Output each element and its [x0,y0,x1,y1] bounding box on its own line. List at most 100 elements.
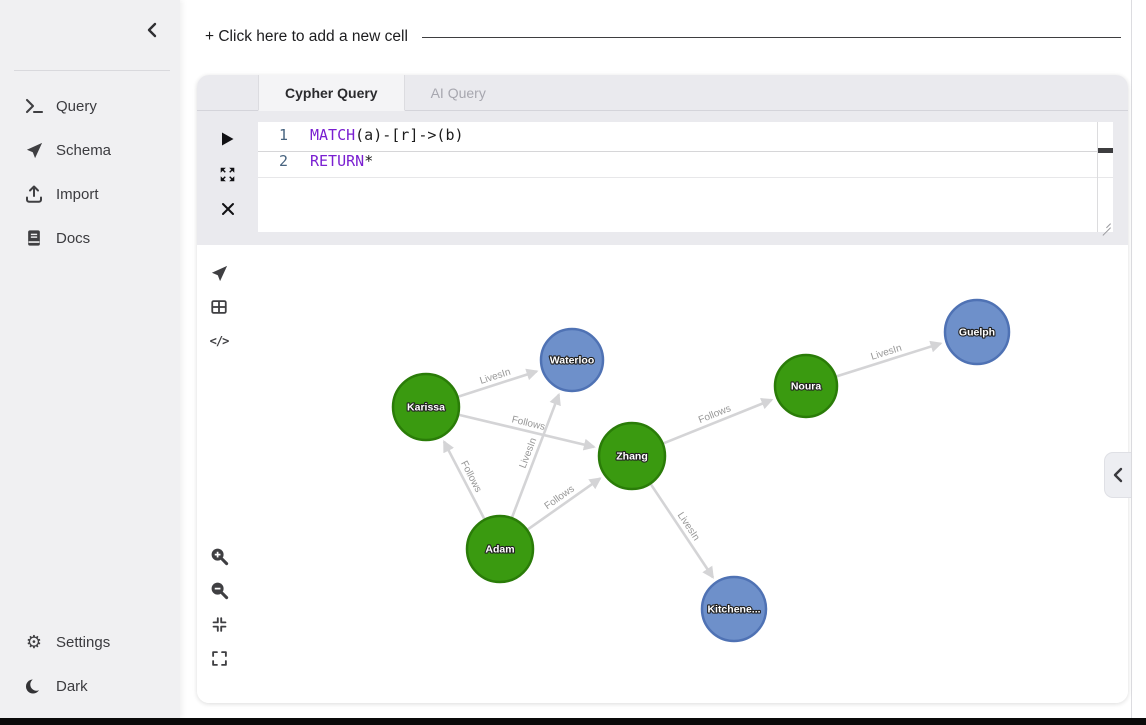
graph-zoom-toolbar [209,546,229,668]
tab-ai-query[interactable]: AI Query [405,75,512,110]
bottom-bar [0,718,1146,725]
zoom-out-button[interactable] [209,580,229,600]
graph-edge[interactable] [649,483,715,579]
chevron-left-icon [147,22,157,38]
node-circle[interactable] [597,421,667,491]
play-icon [222,132,234,146]
node-label: Karissa [407,402,445,414]
node-circle[interactable] [943,298,1011,366]
expand-cell-button[interactable] [217,163,239,185]
expand-icon [220,167,235,181]
sidebar-item-label: Schema [56,141,112,159]
graph-canvas[interactable]: LivesInFollowsFollowsLivesInFollowsFollo… [197,245,1128,703]
sidebar-item-import[interactable]: Import [0,172,180,216]
sidebar-item-schema[interactable]: Schema [0,128,180,172]
sidebar: Query Schema Import Docs [0,0,180,718]
result-view-toolbar: </> [209,263,229,351]
node-circle[interactable] [391,372,461,442]
right-panel-toggle[interactable] [1104,452,1131,498]
graph-node-guelph[interactable]: Guelph [943,298,1011,366]
line-number: 1 [278,126,288,144]
sidebar-item-settings[interactable]: ⚙ Settings [0,620,180,664]
code-line: 1 MATCH (a)-[r]->(b) [258,122,1113,148]
fit-graph-button[interactable] [209,614,229,634]
node-label: Adam [485,544,514,556]
graph-node-waterloo[interactable]: Waterloo [539,327,605,393]
sidebar-item-label: Dark [56,677,88,695]
code-token: MATCH [310,126,356,144]
add-cell-rule [421,36,1121,38]
sidebar-item-label: Settings [56,633,111,651]
terminal-icon [24,96,44,116]
close-cell-button[interactable] [217,198,239,220]
graph-edge[interactable] [836,340,943,378]
table-icon [211,300,227,314]
node-label: Waterloo [550,355,595,367]
book-icon [24,228,44,248]
sidebar-item-query[interactable]: Query [0,84,180,128]
graph-node-noura[interactable]: Noura [773,353,839,419]
sidebar-item-docs[interactable]: Docs [0,216,180,260]
tab-cypher-query[interactable]: Cypher Query [258,75,405,111]
code-token: RETURN [310,152,365,170]
graph-edge[interactable] [663,398,774,445]
code-view-button[interactable]: </> [209,331,230,351]
graph-view-icon [211,265,227,281]
graph-edge[interactable] [457,368,539,398]
sidebar-item-dark-mode[interactable]: Dark [0,664,180,708]
editor-scrollbar-thumb[interactable] [1098,148,1113,153]
editor-scrollbar-track [1097,122,1098,232]
add-cell-label: + Click here to add a new cell [205,28,408,45]
code-icon: </> [209,334,230,348]
collapse-arrows-icon [212,616,226,632]
sidebar-divider [14,70,170,71]
moon-icon [24,676,44,696]
node-circle[interactable] [465,514,535,584]
sidebar-collapse-button[interactable] [140,18,164,42]
query-cell-card: Cypher Query AI Query [197,75,1128,703]
chevron-left-icon [1113,467,1123,483]
node-label: Guelph [959,327,995,339]
graph-edge[interactable] [527,477,602,531]
table-view-button[interactable] [209,297,229,317]
graph-edge[interactable] [510,392,561,518]
zoom-in-button[interactable] [209,546,229,566]
fullscreen-icon [211,650,227,666]
sidebar-item-label: Query [56,97,97,115]
graph-view-button[interactable] [209,263,229,283]
graph-edge[interactable] [442,439,486,520]
sidebar-item-label: Docs [56,229,91,247]
add-cell-button[interactable]: + Click here to add a new cell [205,28,1121,46]
code-token: * [364,152,374,170]
sidebar-item-label: Import [56,185,99,203]
graph-node-karissa[interactable]: Karissa [391,372,461,442]
main-content: + Click here to add a new cell Cypher Qu… [180,0,1146,718]
node-circle[interactable] [700,575,768,643]
node-label: Noura [791,381,821,393]
editor-resize-grip[interactable] [1099,218,1111,230]
right-panel-border [1131,0,1132,718]
gear-icon: ⚙ [25,631,43,653]
node-circle[interactable] [539,327,605,393]
node-label: Zhang [616,451,648,463]
graph-node-kitchener[interactable]: Kitchene... [700,575,768,643]
code-token: (a)-[r]->(b) [355,126,464,144]
graph-node-zhang[interactable]: Zhang [597,421,667,491]
node-label: Kitchene... [707,604,760,616]
run-query-button[interactable] [217,128,239,150]
upload-icon [24,184,44,204]
cell-toolbar [197,111,258,245]
node-circle[interactable] [773,353,839,419]
editor-active-line-border [258,151,1113,152]
tab-label: Cypher Query [285,84,378,101]
fullscreen-button[interactable] [209,648,229,668]
sidebar-nav: Query Schema Import Docs [0,84,180,260]
close-icon [221,203,234,215]
graph-node-adam[interactable]: Adam [465,514,535,584]
graph-edge[interactable] [458,413,596,451]
